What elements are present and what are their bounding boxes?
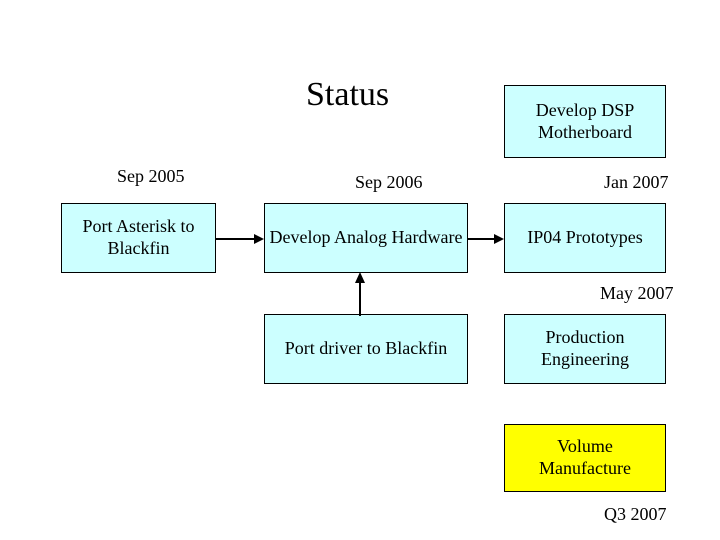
arrow-driver-to-analog [350,272,370,316]
box-develop-analog-hardware[interactable]: Develop Analog Hardware [264,203,468,273]
box-port-driver-to-blackfin[interactable]: Port driver to Blackfin [264,314,468,384]
page-title: Status [306,76,390,113]
box-develop-analog-hardware-label: Develop Analog Hardware [269,227,463,248]
box-production-engineering-label: Production Engineering [541,327,629,369]
arrow-asterisk-to-analog [216,229,266,249]
box-volume-manufacture[interactable]: Volume Manufacture [504,424,666,492]
box-port-asterisk-to-blackfin-label: Port Asterisk to Blackfin [82,216,195,258]
box-port-asterisk-to-blackfin[interactable]: Port Asterisk to Blackfin [61,203,216,273]
label-jan-2007: Jan 2007 [604,172,669,192]
label-may-2007: May 2007 [600,283,674,303]
box-production-engineering[interactable]: Production Engineering [504,314,666,384]
box-develop-dsp-motherboard[interactable]: Develop DSP Motherboard [504,85,666,158]
label-q3-2007: Q3 2007 [604,504,667,524]
box-volume-manufacture-label: Volume Manufacture [539,436,631,478]
box-develop-dsp-motherboard-label: Develop DSP Motherboard [535,99,635,142]
label-sep-2006: Sep 2006 [355,172,423,192]
box-ip04-prototypes[interactable]: IP04 Prototypes [504,203,666,273]
box-ip04-prototypes-label: IP04 Prototypes [527,227,643,248]
label-sep-2005: Sep 2005 [117,166,185,186]
box-port-driver-to-blackfin-label: Port driver to Blackfin [284,338,448,359]
arrow-analog-to-ip04 [468,229,506,249]
